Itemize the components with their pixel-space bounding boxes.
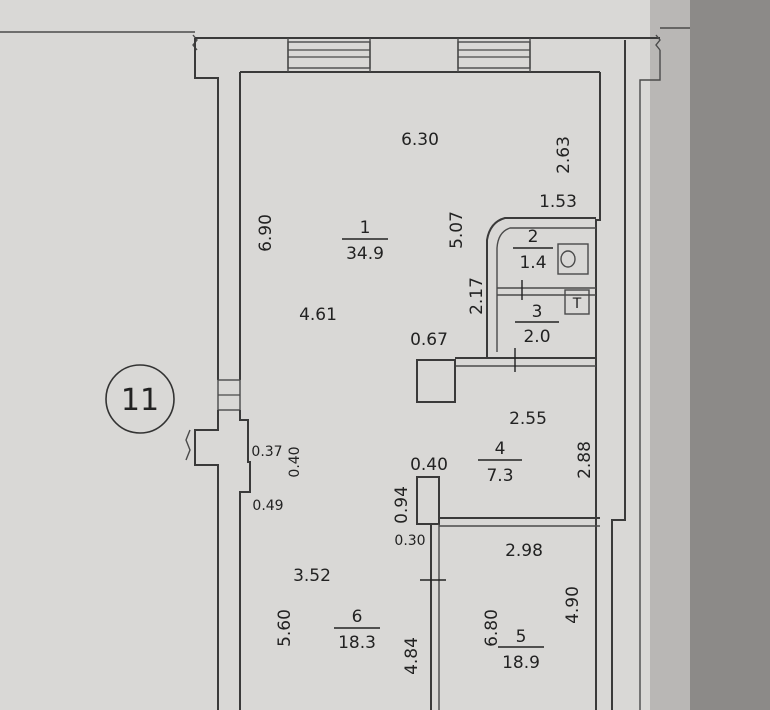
vent-shaft <box>416 359 456 403</box>
dim-6-80: 6.80 <box>482 609 502 647</box>
dim-6-90: 6.90 <box>256 214 276 252</box>
toilet-fixture <box>557 243 589 275</box>
partition-4-5 <box>439 517 600 527</box>
dim-0-40-b: 0.40 <box>410 455 448 475</box>
dim-0-40-a: 0.40 <box>287 446 303 477</box>
room-6-number: 6 <box>352 607 363 627</box>
shower-fixture <box>564 289 590 315</box>
dim-4-90: 4.90 <box>563 586 583 624</box>
room-2-area: 1.4 <box>519 253 546 273</box>
dim-2-17: 2.17 <box>467 277 487 315</box>
bathroom-block: T <box>455 217 596 372</box>
apartment-number-badge: 11 <box>105 364 175 434</box>
room-5-number: 5 <box>516 627 527 647</box>
dim-5-07: 5.07 <box>447 211 467 249</box>
dim-4-61: 4.61 <box>299 305 337 325</box>
left-wall <box>185 38 251 710</box>
room-4-number: 4 <box>495 439 506 459</box>
top-wall <box>0 27 690 73</box>
dim-1-53: 1.53 <box>539 192 577 212</box>
dim-2-55: 2.55 <box>509 409 547 429</box>
dim-0-49: 0.49 <box>252 498 283 514</box>
dim-6-30: 6.30 <box>401 130 439 150</box>
dim-2-63: 2.63 <box>554 136 574 174</box>
room-3-area: 2.0 <box>523 327 550 347</box>
room-5-area: 18.9 <box>502 653 540 673</box>
room-6-area: 18.3 <box>338 633 376 653</box>
dim-0-30: 0.30 <box>394 533 425 549</box>
page-shadow <box>690 0 770 710</box>
room-6-label: 6 18.3 <box>334 607 380 653</box>
shower-label: T <box>572 296 582 312</box>
dim-4-84: 4.84 <box>402 637 422 675</box>
room-3-label: 3 2.0 <box>515 302 559 347</box>
room-1-area: 34.9 <box>346 244 384 264</box>
room-2-label: 2 1.4 <box>513 227 553 273</box>
dim-0-37: 0.37 <box>251 444 282 460</box>
room-3-number: 3 <box>532 302 543 322</box>
room-4-label: 4 7.3 <box>478 439 522 486</box>
right-wall <box>595 40 661 710</box>
dim-0-94: 0.94 <box>392 486 412 524</box>
room-2-number: 2 <box>528 227 539 247</box>
room-1-number: 1 <box>360 218 371 238</box>
dim-3-52: 3.52 <box>293 566 331 586</box>
room-4-area: 7.3 <box>486 466 513 486</box>
room-1-label: 1 34.9 <box>342 218 388 264</box>
window-1 <box>287 41 371 69</box>
page-shadow-soft <box>650 0 690 710</box>
room-5-label: 5 18.9 <box>498 627 544 673</box>
pier <box>416 476 440 525</box>
window-2 <box>457 41 531 69</box>
dim-2-98: 2.98 <box>505 541 543 561</box>
dim-2-88: 2.88 <box>575 441 595 479</box>
dim-0-67: 0.67 <box>410 330 448 350</box>
partition-6-5 <box>420 524 446 710</box>
apartment-number: 11 <box>121 383 159 418</box>
dim-5-60: 5.60 <box>275 609 295 647</box>
